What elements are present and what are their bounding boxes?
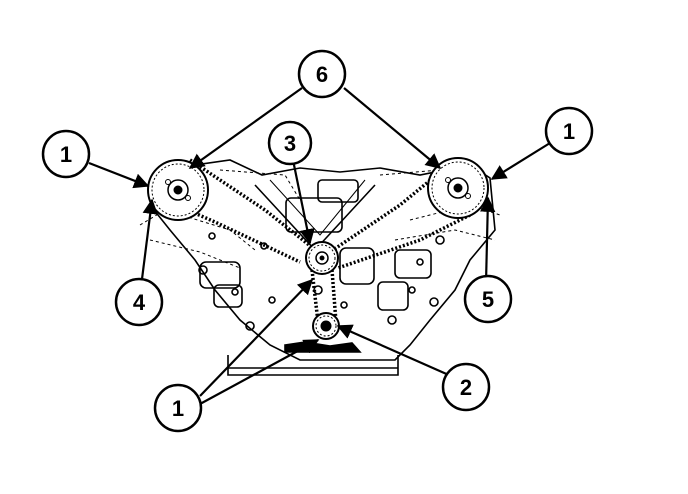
callout-3: 3 xyxy=(267,120,313,166)
leader-lines xyxy=(88,87,551,405)
callout-6-label: 6 xyxy=(316,62,328,87)
callout-2-label: 2 xyxy=(460,375,472,400)
callout-1-bottom: 1 xyxy=(153,383,203,433)
left-cam-sprocket xyxy=(147,159,209,221)
right-cam-sprocket xyxy=(427,157,489,219)
callout-4-label: 4 xyxy=(133,290,146,315)
callout-4: 4 xyxy=(114,277,164,327)
callout-6: 6 xyxy=(297,49,347,99)
callout-3-label: 3 xyxy=(284,131,296,156)
timing-chains xyxy=(164,158,471,323)
callout-1-left-label: 1 xyxy=(60,142,72,167)
crankshaft-sprocket xyxy=(312,312,340,340)
callout-1-right-label: 1 xyxy=(563,119,575,144)
callout-1-left: 1 xyxy=(41,129,91,179)
callout-1-right: 1 xyxy=(544,106,594,156)
callout-5-label: 5 xyxy=(482,287,494,312)
intermediate-sprocket xyxy=(305,241,339,275)
callout-5: 5 xyxy=(463,274,513,324)
callout-1-bottom-label: 1 xyxy=(172,396,184,421)
callout-2: 2 xyxy=(441,362,491,412)
